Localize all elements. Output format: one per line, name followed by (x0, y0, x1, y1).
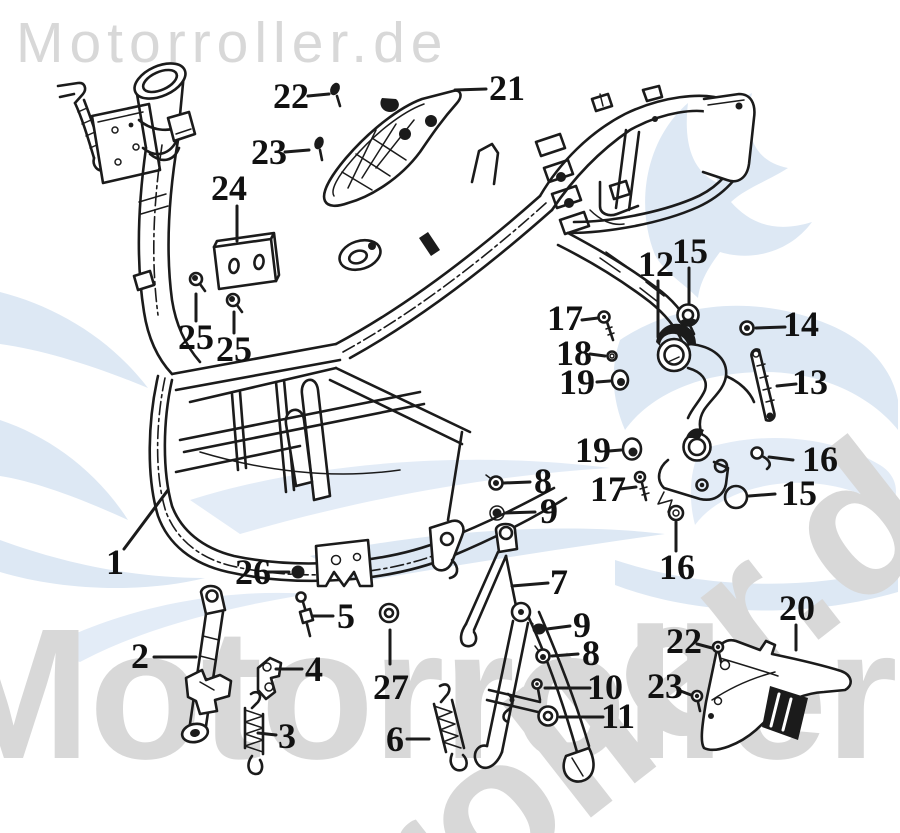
leader-line-17 (580, 316, 600, 322)
leader-line-9 (545, 624, 572, 631)
callout-25: 25 (178, 317, 214, 357)
callout-2: 2 (131, 636, 149, 676)
side-stand (180, 584, 233, 744)
leader-line-1 (122, 488, 170, 551)
callout-14: 14 (783, 304, 819, 344)
callout-10: 10 (587, 667, 623, 707)
callout-7: 7 (550, 562, 568, 602)
callout-8: 8 (582, 633, 600, 673)
frame-main-spar (334, 132, 591, 360)
callout-9: 9 (573, 605, 591, 645)
leader-line-19 (595, 379, 612, 384)
callout-9: 9 (540, 491, 558, 531)
callout-18: 18 (556, 333, 592, 373)
callout-13: 13 (792, 362, 828, 402)
leader-line-3 (256, 731, 278, 737)
callout-8: 8 (534, 461, 552, 501)
leader-line-7 (510, 581, 550, 588)
leader-line-22 (695, 642, 714, 650)
callout-19: 19 (575, 430, 611, 470)
callout-15: 15 (672, 231, 708, 271)
spring-6 (432, 683, 468, 772)
callout-22: 22 (273, 76, 309, 116)
callout-20: 20 (779, 588, 815, 628)
callout-12: 12 (638, 244, 674, 284)
frame-floor-section (148, 342, 568, 588)
callout-24: 24 (211, 168, 247, 208)
leader-lines (122, 87, 798, 741)
engine-mount-bracket (656, 323, 756, 513)
callout-26: 26 (235, 552, 271, 592)
leader-line-22 (306, 92, 331, 98)
callout-1: 1 (106, 542, 124, 582)
callout-21: 21 (489, 68, 525, 108)
callout-4: 4 (305, 649, 323, 689)
leader-line-15 (747, 492, 777, 498)
frame-head-tube (132, 62, 202, 376)
leader-line-23 (676, 688, 693, 697)
leader-line-8 (550, 652, 580, 658)
leader-line-8 (502, 480, 532, 485)
callout-16: 16 (802, 439, 838, 479)
leader-line-9 (503, 510, 537, 515)
leader-line-14 (754, 325, 787, 330)
callout-6: 6 (386, 719, 404, 759)
bracket-21 (322, 89, 462, 208)
callout-17: 17 (547, 298, 583, 338)
frame-rear-subframe (538, 84, 756, 343)
watermark-top: Motorroller.de (16, 11, 449, 75)
callout-23: 23 (647, 666, 683, 706)
callout-17: 17 (590, 469, 626, 509)
callout-23: 23 (251, 132, 287, 172)
leader-line-13 (775, 382, 798, 388)
leader-line-23 (283, 148, 311, 154)
leader-line-18 (588, 352, 607, 358)
callout-11: 11 (600, 696, 636, 736)
leader-line-16 (767, 455, 795, 462)
leader-line-17 (618, 485, 638, 491)
callout-22: 22 (666, 621, 702, 661)
callout-16: 16 (659, 547, 695, 587)
callout-15: 15 (781, 473, 817, 513)
callout-27: 27 (373, 667, 409, 707)
plate-24 (212, 231, 281, 291)
callout-3: 3 (278, 716, 296, 756)
callout-5: 5 (337, 596, 355, 636)
callout-25: 25 (216, 329, 252, 369)
callout-19: 19 (559, 362, 595, 402)
leader-line-21 (453, 87, 488, 92)
leader-line-19 (607, 448, 623, 453)
bracket-20 (700, 638, 852, 751)
